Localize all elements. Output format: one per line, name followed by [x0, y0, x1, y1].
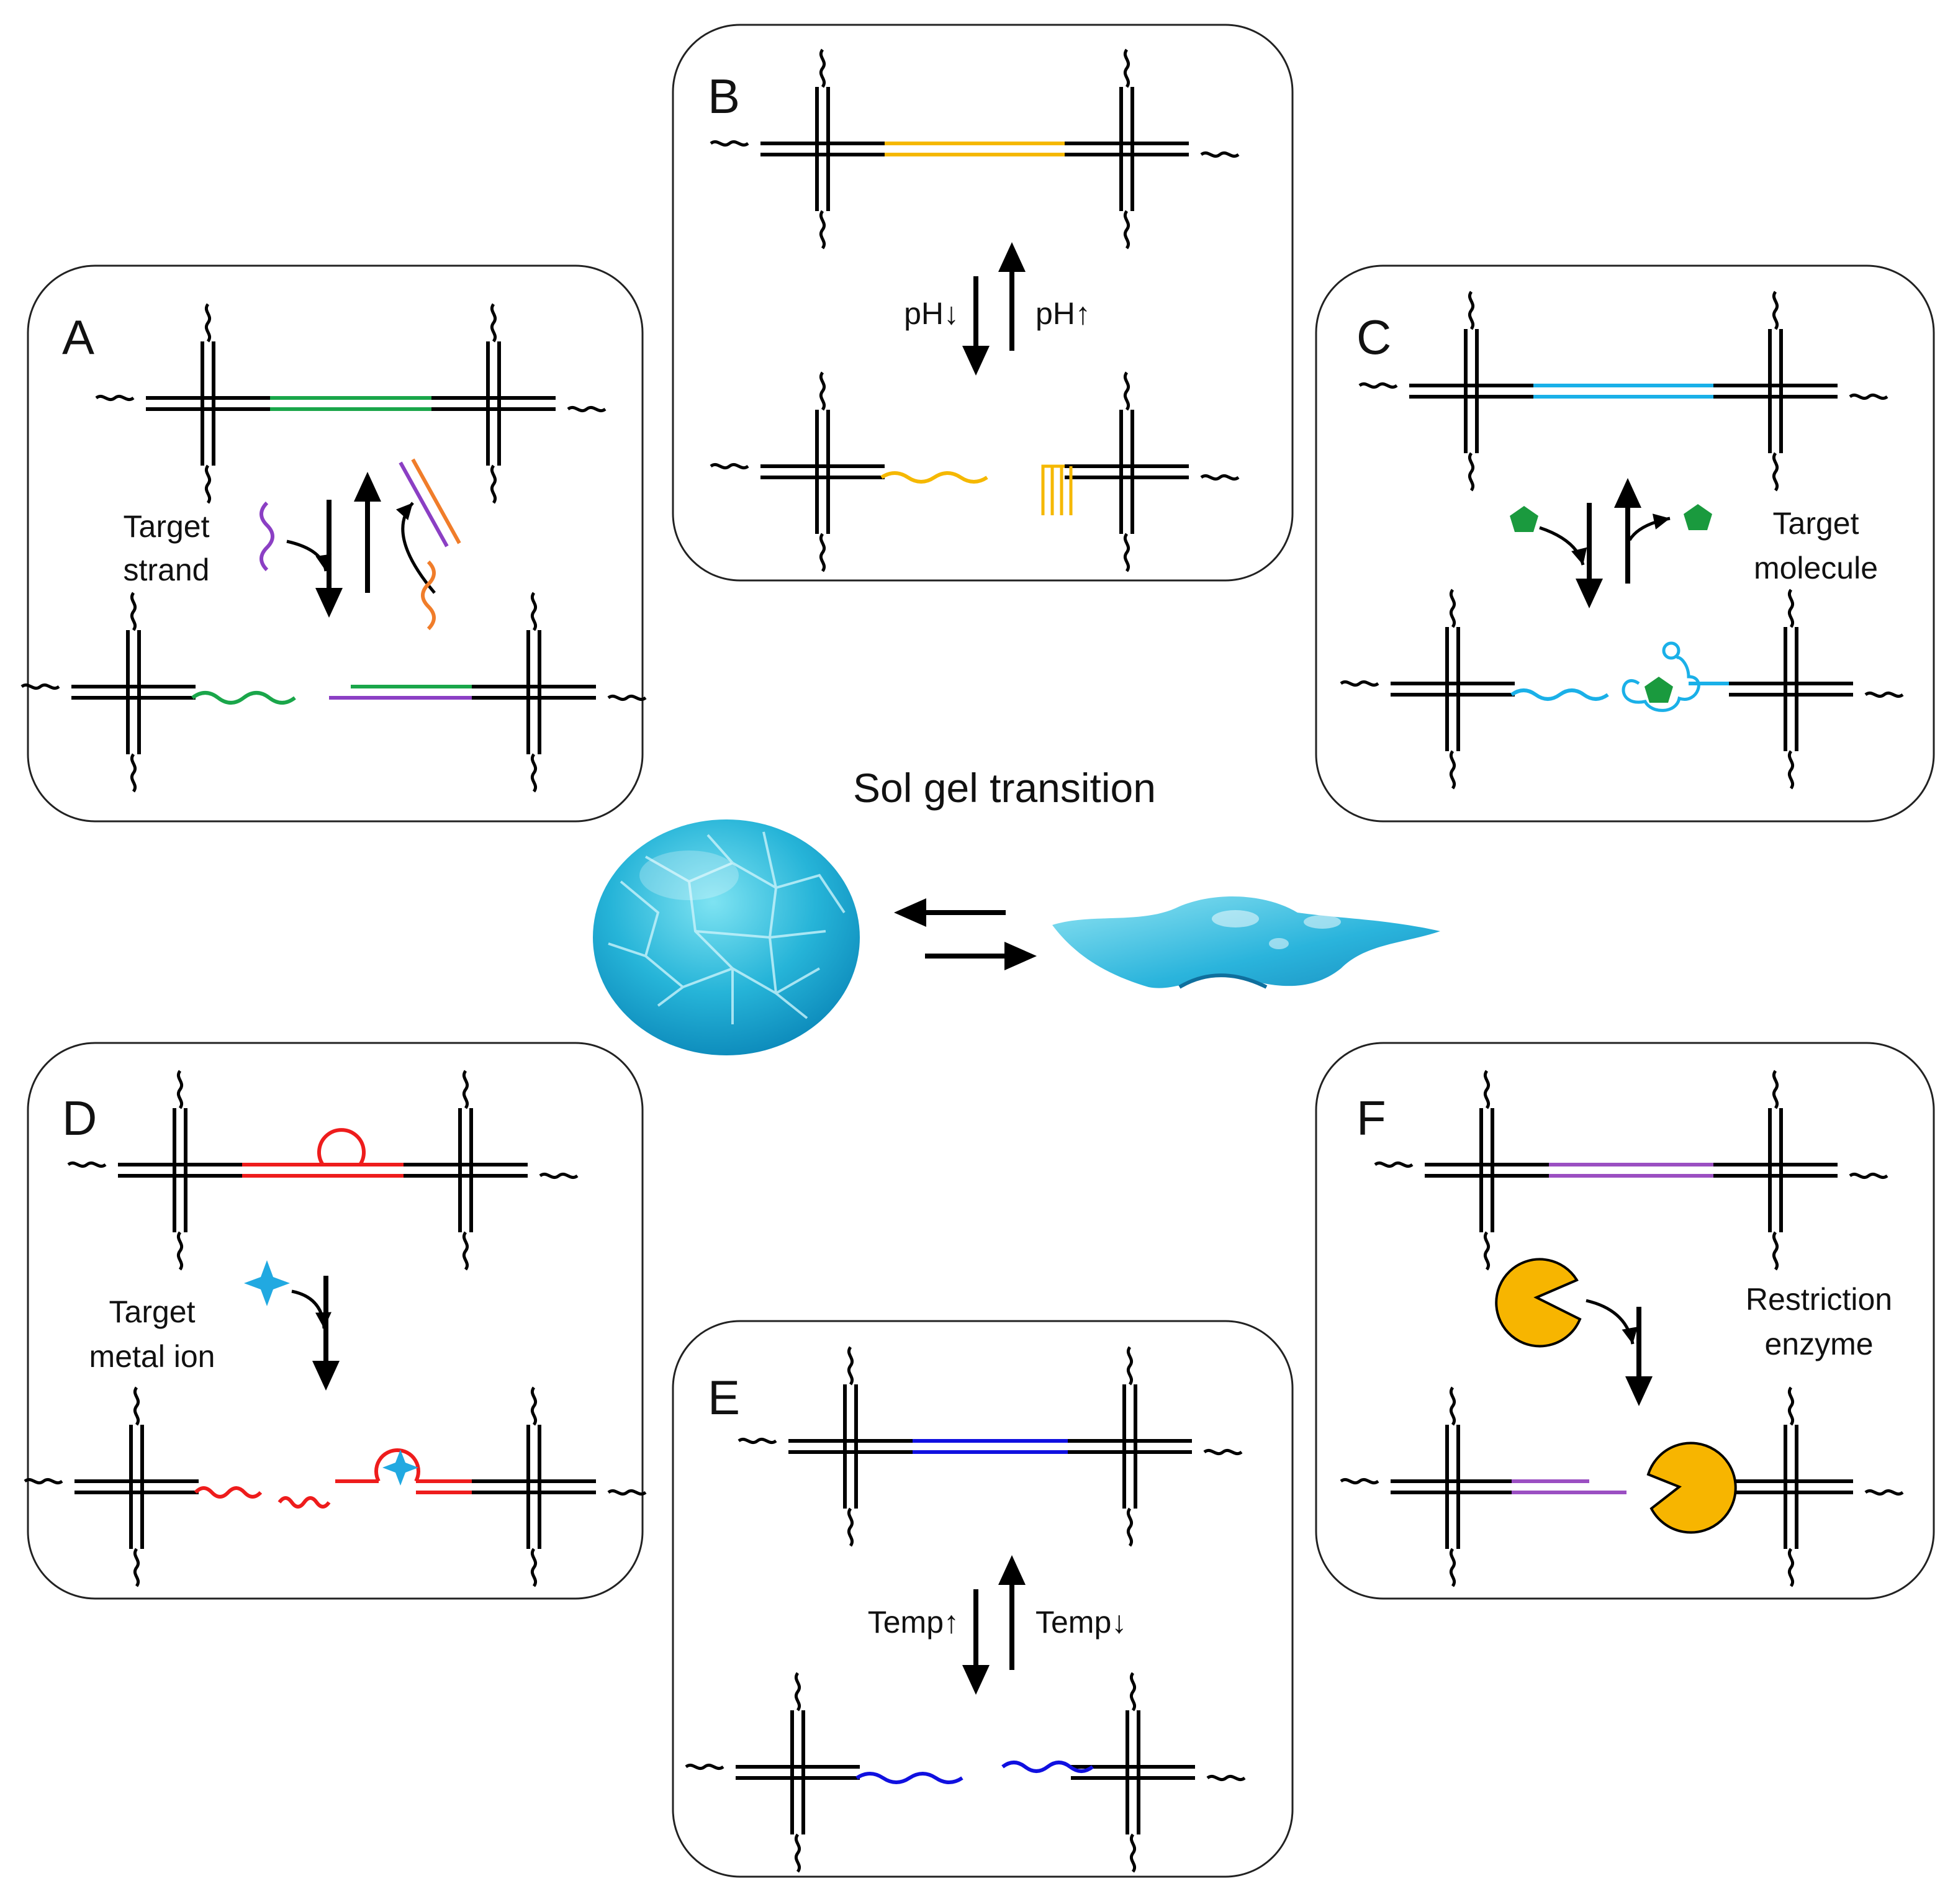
panel-a-released-duplex-orange	[411, 458, 461, 544]
panel-b-down-arrow	[962, 276, 990, 376]
panel-b-free-arm	[880, 471, 988, 484]
panel-d-fragment-2	[277, 1496, 331, 1509]
panel-e-left-label: Temp↑	[868, 1605, 959, 1640]
panel-a-release-arrow	[395, 502, 436, 594]
panel-f-bound-enzyme-icon	[1646, 1442, 1737, 1534]
panel-c-free-arm	[1510, 688, 1609, 701]
panel-d-bound-loop	[374, 1448, 420, 1482]
panel-b-right-label: pH↑	[1035, 296, 1091, 331]
panel-e-free-arm-right	[1001, 1761, 1094, 1773]
panel-f-label-line1: Restriction	[1746, 1282, 1892, 1317]
panel-a-left-unit	[20, 683, 60, 690]
panel-a-released-strand	[421, 560, 436, 631]
panel-d-bind-arrow	[291, 1289, 332, 1329]
panel-a-letter: A	[62, 310, 94, 364]
panel-a-down-arrow	[315, 500, 343, 618]
panel-d-metal-ion-icon	[244, 1260, 290, 1306]
panel-a-frame	[27, 264, 644, 823]
panel-d-fragment-1	[194, 1486, 263, 1499]
panel-e-free-arm-left	[855, 1772, 963, 1784]
panel-a-label-line1: Target	[124, 509, 210, 544]
panel-a-target-strand	[259, 501, 274, 572]
panel-d-label-line1: Target	[109, 1294, 196, 1329]
panel-d-bound-ion-icon	[382, 1450, 418, 1486]
panel-e-right-unit	[1206, 1774, 1246, 1782]
panel-c-left-unit	[1340, 680, 1379, 687]
gel-sphere-icon	[593, 819, 860, 1055]
panel-e-left-unit	[685, 1763, 724, 1771]
sol-gel-arrows	[894, 898, 1037, 970]
panel-c-molecule-icon	[1510, 506, 1538, 532]
panel-f-frame	[1315, 1042, 1935, 1600]
panel-c-label-line2: molecule	[1754, 551, 1878, 585]
panel-a-free-arm	[191, 691, 296, 705]
panel-d-label-line2: metal ion	[89, 1339, 215, 1374]
panel-c-letter: C	[1356, 310, 1391, 364]
panel-c-bind-arrow	[1539, 526, 1587, 566]
panel-f-right-unit	[1864, 1489, 1904, 1496]
panel-e-letter: E	[708, 1370, 740, 1425]
panel-d-letter: D	[62, 1091, 97, 1145]
panel-f-label-line2: enzyme	[1764, 1327, 1873, 1361]
panel-b-right-unit	[1200, 474, 1240, 481]
panel-e-frame	[672, 1320, 1294, 1878]
panel-a-label-line2: strand	[124, 553, 210, 587]
panel-c-aptamer	[1622, 656, 1700, 712]
panel-f-left-unit	[1340, 1478, 1379, 1485]
panel-a-right-unit	[607, 694, 647, 702]
sol-puddle-icon	[1052, 896, 1440, 989]
panel-b-up-arrow	[998, 242, 1026, 351]
panel-a-up-arrow	[354, 472, 381, 593]
panel-b-frame	[672, 24, 1294, 582]
panel-c-released-molecule-icon	[1684, 504, 1712, 530]
panel-c-frame	[1315, 264, 1935, 823]
panel-c-aptamer-loop	[1662, 641, 1681, 660]
panel-c-right-unit	[1864, 691, 1904, 698]
panel-b-left-unit	[710, 462, 749, 470]
panel-b-i-motif	[1041, 464, 1073, 515]
panel-c-down-arrow	[1576, 503, 1603, 608]
center-title: Sol gel transition	[853, 765, 1156, 811]
panel-a-released-duplex-purple	[399, 461, 449, 548]
panel-f-bind-arrow	[1586, 1299, 1638, 1345]
panel-f-enzyme-icon	[1495, 1258, 1582, 1348]
panel-b-letter: B	[708, 69, 740, 124]
panel-e-up-arrow	[998, 1555, 1026, 1670]
panel-d-right-unit	[607, 1489, 647, 1496]
panel-f-down-arrow	[1625, 1307, 1653, 1406]
panel-c-release-arrow	[1628, 513, 1671, 541]
panel-b-left-label: pH↓	[904, 296, 959, 331]
panel-c-up-arrow	[1614, 478, 1641, 584]
panel-e-right-label: Temp↓	[1035, 1605, 1127, 1640]
panel-a-bind-arrow	[286, 539, 332, 572]
panel-e-down-arrow	[962, 1589, 990, 1695]
panel-d-frame	[27, 1042, 644, 1600]
panel-d-left-unit	[24, 1478, 63, 1485]
dna-schematics	[20, 48, 1904, 1873]
panel-c-label-line1: Target	[1773, 506, 1859, 541]
panel-d-loop	[317, 1128, 366, 1166]
panel-c-bound-molecule-icon	[1644, 677, 1673, 703]
panel-f-letter: F	[1356, 1091, 1386, 1145]
